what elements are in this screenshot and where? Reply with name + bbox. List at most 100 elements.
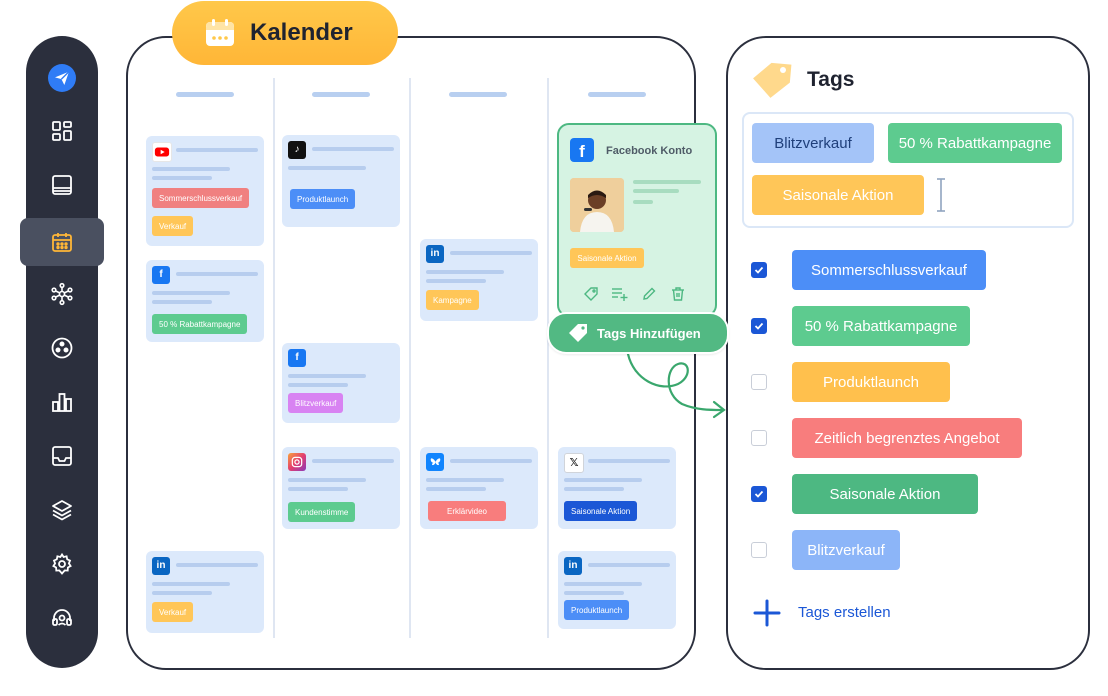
text-placeholder (288, 487, 348, 491)
post-card-linkedin[interactable]: in Produktlaunch (558, 551, 676, 629)
tag-title-icon (753, 62, 792, 98)
text-placeholder (450, 251, 532, 255)
text-placeholder (288, 166, 366, 170)
tiktok-icon: ♪ (288, 141, 306, 159)
calendar-title-pill: Kalender (172, 1, 398, 65)
tag-list-item[interactable]: Produktlaunch (792, 362, 950, 402)
facebook-icon: f (152, 266, 170, 284)
text-placeholder (152, 291, 230, 295)
text-placeholder (176, 272, 258, 276)
tag-chip[interactable]: Kundenstimme (288, 502, 356, 522)
check-icon (754, 322, 764, 330)
sidebar-item-community[interactable] (26, 326, 98, 370)
tag-list-item[interactable]: Saisonale Aktion (792, 474, 978, 514)
add-tags-button[interactable]: Tags Hinzufügen (547, 312, 729, 354)
tag-checkbox[interactable] (751, 262, 767, 278)
posts-list-icon (52, 175, 72, 195)
account-name: Facebook Konto (606, 145, 693, 157)
trash-icon[interactable] (670, 286, 686, 302)
tag-chip[interactable]: Verkauf (152, 216, 194, 236)
text-cursor-icon (937, 178, 945, 212)
tag-chip[interactable]: Erklärvideo (428, 501, 506, 521)
text-placeholder (564, 478, 642, 482)
create-tags-link[interactable]: Tags erstellen (798, 604, 891, 621)
tag-chip[interactable]: Saisonale Aktion (564, 501, 638, 521)
tag-chip[interactable]: Produktlaunch (290, 189, 356, 209)
selected-tag[interactable]: Saisonale Aktion (752, 175, 924, 215)
text-placeholder (426, 270, 504, 274)
text-placeholder (152, 176, 212, 180)
text-placeholder (288, 374, 366, 378)
post-card-facebook[interactable]: f 50 % Rabattkampagne (146, 260, 264, 342)
column-separator (547, 78, 549, 638)
sidebar-item-analytics[interactable] (26, 380, 98, 424)
text-placeholder (176, 563, 258, 567)
check-icon (754, 266, 764, 274)
add-tags-label: Tags Hinzufügen (597, 325, 701, 341)
sidebar-item-network[interactable] (26, 272, 98, 316)
sidebar-item-dashboard[interactable] (26, 109, 98, 153)
check-icon (754, 490, 764, 498)
headset-support-icon (52, 609, 72, 626)
plus-icon[interactable] (753, 599, 781, 627)
post-card-youtube[interactable]: Sommerschlussverkauf Verkauf (146, 136, 264, 246)
tag-icon[interactable] (583, 286, 599, 302)
text-placeholder (588, 563, 670, 567)
sidebar-item-settings[interactable] (26, 542, 98, 586)
calendar-icon (52, 233, 72, 252)
sidebar-item-posts[interactable] (26, 163, 98, 207)
post-card-linkedin[interactable]: in Verkauf (146, 551, 264, 633)
selected-tag[interactable]: 50 % Rabattkampagne (888, 123, 1062, 163)
sidebar-item-logo[interactable] (26, 56, 98, 100)
selected-tag[interactable]: Blitzverkauf (752, 123, 874, 163)
tag-chip[interactable]: Kampagne (426, 290, 479, 310)
edit-pencil-icon[interactable] (641, 286, 657, 302)
curly-arrow-icon (626, 352, 726, 419)
post-card-facebook[interactable]: f Blitzverkauf (282, 343, 400, 423)
dashboard-grid-icon (52, 121, 72, 141)
tag-checkbox[interactable] (751, 318, 767, 334)
tag-chip[interactable]: Sommerschlussverkauf (152, 188, 250, 208)
post-image-thumbnail (570, 178, 624, 232)
calendar-title-icon (206, 19, 234, 46)
linkedin-icon: in (564, 557, 582, 575)
sidebar-item-inbox[interactable] (26, 434, 98, 478)
sidebar-item-calendar[interactable] (26, 220, 98, 264)
sidebar-item-support[interactable] (26, 596, 98, 640)
post-card-x[interactable]: 𝕏 Saisonale Aktion (558, 447, 676, 529)
bluesky-butterfly-icon (426, 453, 444, 471)
tag-chip[interactable]: Produktlaunch (564, 600, 630, 620)
tag-checkbox[interactable] (751, 374, 767, 390)
tag-checkbox[interactable] (751, 486, 767, 502)
tag-list-item[interactable]: 50 % Rabattkampagne (792, 306, 970, 346)
tag-list-item[interactable]: Blitzverkauf (792, 530, 900, 570)
text-placeholder (312, 147, 394, 151)
selected-post-card[interactable]: f Facebook Konto Saisonale Aktion (557, 123, 717, 317)
tag-chip[interactable]: 50 % Rabattkampagne (152, 314, 248, 334)
tag-list-item[interactable]: Zeitlich begrenztes Angebot (792, 418, 1022, 458)
post-card-tiktok[interactable]: ♪ Produktlaunch (282, 135, 400, 227)
post-card-instagram[interactable]: Kundenstimme (282, 447, 400, 529)
text-placeholder (288, 478, 366, 482)
post-card-linkedin[interactable]: in Kampagne (420, 239, 538, 321)
post-card-bluesky[interactable]: Erklärvideo (420, 447, 538, 529)
column-header-placeholder (176, 92, 234, 97)
calendar-title: Kalender (250, 19, 353, 46)
add-list-icon[interactable] (611, 286, 629, 302)
tag-chip[interactable]: Saisonale Aktion (570, 248, 644, 268)
tag-chip[interactable]: Verkauf (152, 602, 194, 622)
tag-list-item[interactable]: Sommerschlussverkauf (792, 250, 986, 290)
text-placeholder (564, 591, 624, 595)
text-placeholder (152, 167, 230, 171)
text-placeholder (288, 383, 348, 387)
facebook-icon: f (288, 349, 306, 367)
column-header-placeholder (449, 92, 507, 97)
youtube-icon (152, 142, 172, 162)
paper-plane-logo-icon (48, 64, 76, 92)
tag-checkbox[interactable] (751, 542, 767, 558)
linkedin-icon: in (426, 245, 444, 263)
layers-icon (52, 500, 72, 521)
tag-checkbox[interactable] (751, 430, 767, 446)
tag-chip[interactable]: Blitzverkauf (288, 393, 344, 413)
sidebar-item-layers[interactable] (26, 488, 98, 532)
